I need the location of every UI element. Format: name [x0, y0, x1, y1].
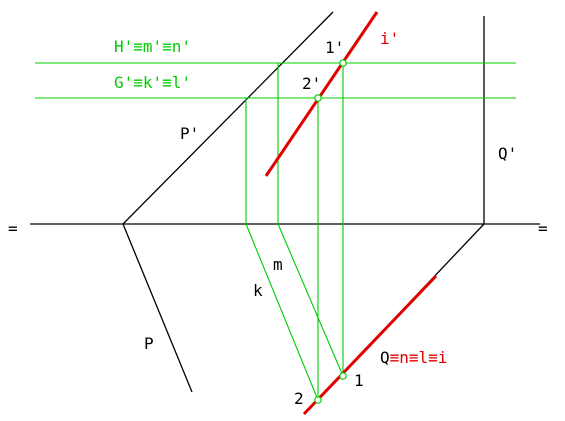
point-1-prime	[339, 59, 347, 67]
label-1: 1	[354, 371, 364, 390]
line-i	[302, 274, 438, 416]
label-h-line: H'≡m'≡n'	[114, 37, 191, 56]
point-2-prime	[314, 94, 322, 102]
label-q-prime: Q'	[498, 144, 517, 163]
label-2-prime: 2'	[302, 74, 321, 93]
label-g-line: G'≡k'≡l'	[114, 73, 191, 92]
label-q-suffix: ≡n≡l≡i	[390, 348, 448, 367]
line-k	[245, 223, 319, 401]
label-q-prefix: Q	[380, 348, 390, 367]
label-k: k	[253, 281, 263, 300]
line-i-prime	[264, 11, 379, 177]
axis-right-mark: =	[538, 219, 548, 238]
trace-p	[122, 223, 193, 393]
label-q-trace: Q≡n≡l≡i	[380, 348, 447, 367]
point-2	[314, 396, 322, 404]
label-p: P	[144, 334, 154, 353]
trace-p-prime	[122, 11, 334, 225]
label-m: m	[273, 255, 283, 274]
label-i-prime: i'	[380, 29, 399, 48]
label-p-prime: P'	[180, 124, 199, 143]
label-1-prime: 1'	[325, 38, 344, 57]
axis-left-mark: =	[8, 219, 18, 238]
line-m	[277, 223, 344, 377]
point-1	[339, 372, 347, 380]
label-2: 2	[294, 389, 304, 408]
